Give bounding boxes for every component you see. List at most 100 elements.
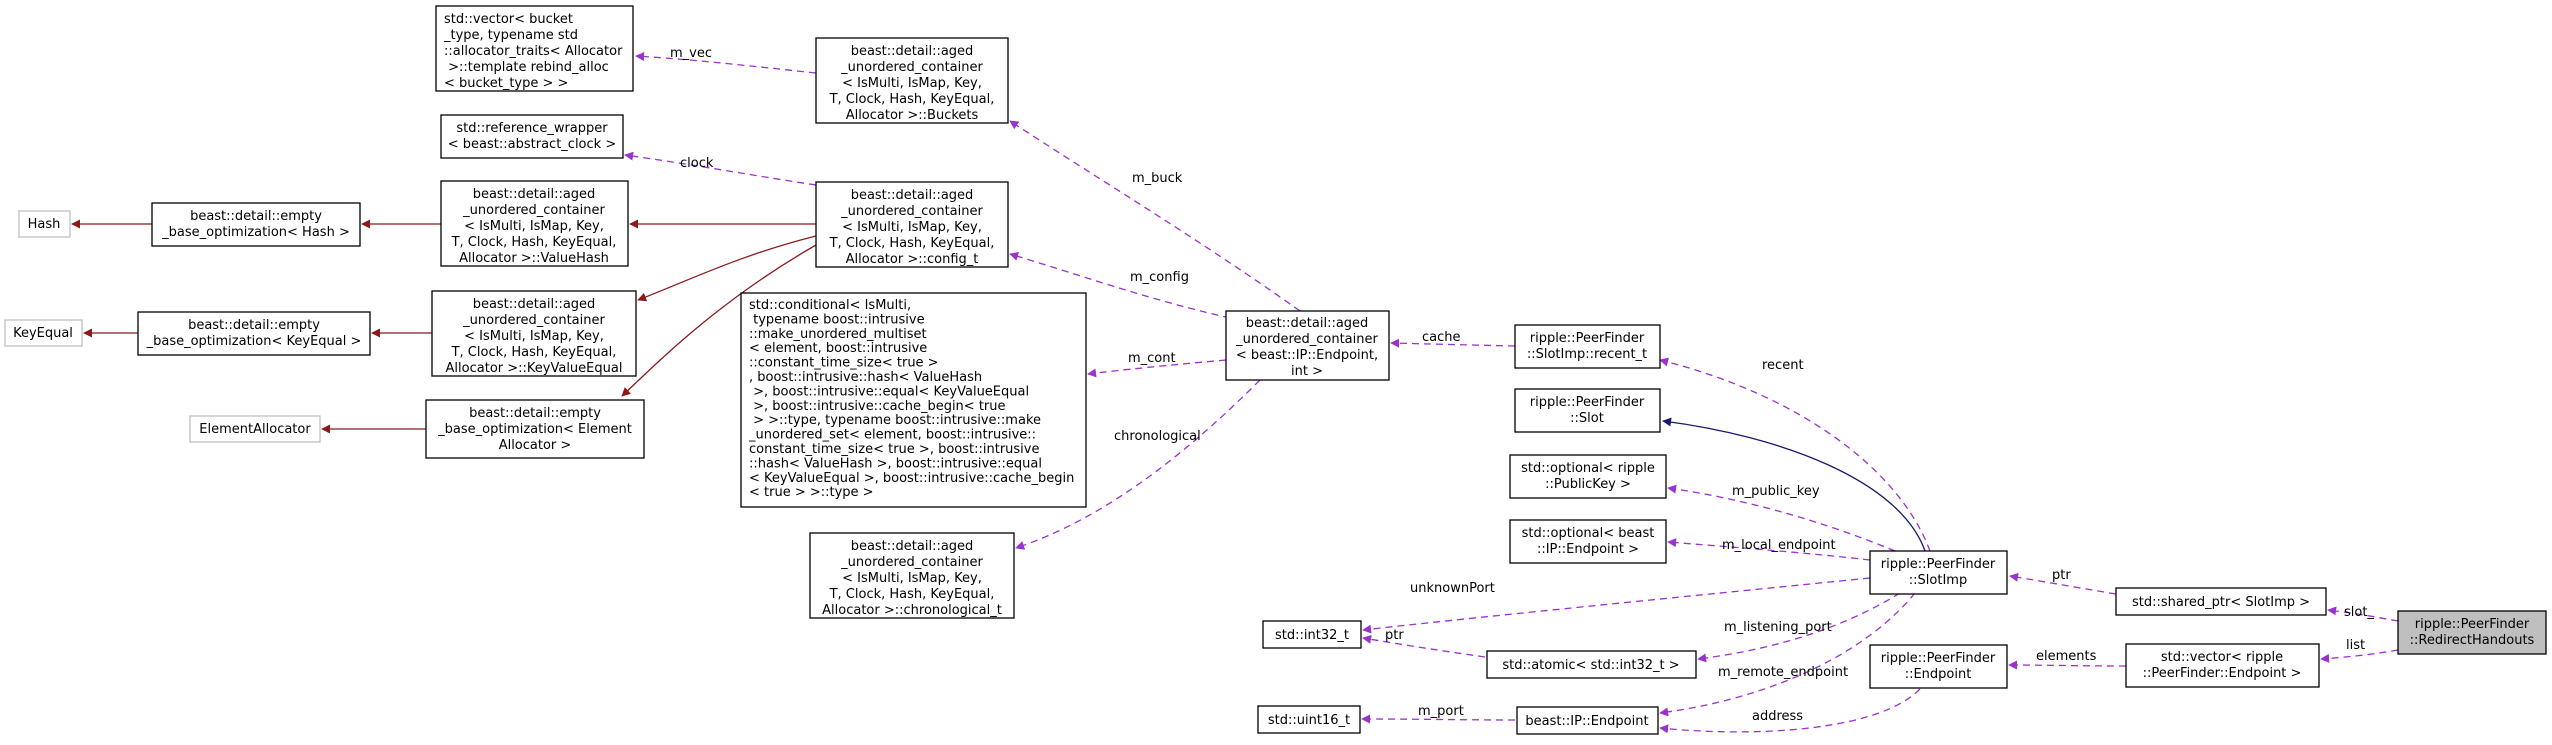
node-optional-publickey[interactable]: std::optional< ripple::PublicKey > <box>1509 454 1667 499</box>
svg-text:ripple::PeerFinder::RedirectHa: ripple::PeerFinder::RedirectHandouts <box>2410 617 2535 648</box>
edge-label-m-vec: m_vec <box>670 46 712 61</box>
edge-inherit-keyvalueequal <box>637 235 817 302</box>
edge-slot-inherit <box>1662 417 1926 552</box>
edge-label-slot: slot_ <box>2344 605 2374 620</box>
edge-cache <box>1390 338 1516 348</box>
edge-ptr-shared <box>2009 572 2117 595</box>
node-ebo-keyequal[interactable]: beast::detail::empty_base_optimization< … <box>137 311 371 356</box>
svg-text:Hash: Hash <box>28 217 61 232</box>
node-aged-container-ip-endpoint[interactable]: beast::detail::aged_unordered_container<… <box>1225 310 1390 381</box>
svg-text:beast::IP::Endpoint: beast::IP::Endpoint <box>1525 714 1648 729</box>
node-recent-t[interactable]: ripple::PeerFinder::SlotImp::recent_t <box>1514 324 1661 369</box>
edge-m-buck <box>1009 120 1301 312</box>
edge-label-clock: clock <box>680 156 714 171</box>
svg-text:ripple::PeerFinder::Endpoint: ripple::PeerFinder::Endpoint <box>1881 651 1996 682</box>
node-ip-endpoint[interactable]: beast::IP::Endpoint <box>1516 706 1659 735</box>
node-keyequal[interactable]: KeyEqual <box>4 319 83 347</box>
edge-chronological <box>1015 379 1261 550</box>
edge-m-config <box>1009 252 1231 319</box>
node-slotimp[interactable]: ripple::PeerFinder::SlotImp <box>1869 550 2008 595</box>
node-optional-ip-endpoint[interactable]: std::optional< beast::IP::Endpoint > <box>1509 519 1667 564</box>
node-uint16[interactable]: std::uint16_t <box>1257 705 1361 734</box>
svg-text:std::vector< bucket_type, type: std::vector< bucket_type, typename std::… <box>443 12 623 91</box>
node-key-value-equal[interactable]: beast::detail::aged_unordered_container<… <box>431 290 637 377</box>
edge-label-m-port: m_port <box>1418 704 1464 719</box>
node-shared-ptr-slotimp[interactable]: std::shared_ptr< SlotImp > <box>2115 587 2327 616</box>
node-ebo-hash[interactable]: beast::detail::empty_base_optimization< … <box>151 202 361 247</box>
edge-label-ptr-shared: ptr <box>2052 568 2071 583</box>
node-reference-wrapper[interactable]: std::reference_wrapper< beast::abstract_… <box>440 114 624 159</box>
node-int32[interactable]: std::int32_t <box>1262 620 1362 649</box>
node-config-t[interactable]: beast::detail::aged_unordered_container<… <box>815 181 1009 268</box>
edge-unknown-port <box>1362 577 1871 634</box>
node-hash[interactable]: Hash <box>18 210 71 238</box>
svg-text:std::optional< beast::IP::Endp: std::optional< beast::IP::Endpoint > <box>1522 526 1655 557</box>
node-buckets[interactable]: beast::detail::aged_unordered_container<… <box>815 37 1009 124</box>
edge-listening-port <box>1697 592 1901 663</box>
node-chronological-t[interactable]: beast::detail::aged_unordered_container<… <box>809 532 1015 619</box>
svg-text:KeyEqual: KeyEqual <box>13 326 73 341</box>
edge-m-cont <box>1087 359 1227 378</box>
svg-text:beast::detail::empty_base_opti: beast::detail::empty_base_optimization< … <box>146 318 362 349</box>
edge-list <box>2320 649 2399 663</box>
svg-text:std::conditional< IsMulti, typ: std::conditional< IsMulti, typename boos… <box>748 298 1074 500</box>
svg-text:std::vector< ripple::PeerFinde: std::vector< ripple::PeerFinder::Endpoin… <box>2143 650 2302 681</box>
edge-local-endpoint <box>1667 538 1871 561</box>
node-redirect-handouts[interactable]: ripple::PeerFinder::RedirectHandouts <box>2397 610 2547 655</box>
svg-text:ripple::PeerFinder::SlotImp::r: ripple::PeerFinder::SlotImp::recent_t <box>1527 331 1647 362</box>
svg-text:beast::detail::aged_unordered_: beast::detail::aged_unordered_container<… <box>451 187 617 266</box>
svg-text:std::optional< ripple::PublicK: std::optional< ripple::PublicKey > <box>1521 461 1655 492</box>
svg-text:ripple::PeerFinder::Slot: ripple::PeerFinder::Slot <box>1530 395 1645 426</box>
edge-label-ptr-atomic: ptr <box>1385 628 1404 643</box>
edge-m-vec <box>635 52 817 74</box>
node-vector-bucket-type[interactable]: std::vector< bucket_type, typename std::… <box>435 5 634 92</box>
node-value-hash[interactable]: beast::detail::aged_unordered_container<… <box>440 180 629 267</box>
svg-text:beast::detail::aged_unordered_: beast::detail::aged_unordered_container<… <box>822 539 1002 618</box>
node-peerfinder-endpoint[interactable]: ripple::PeerFinder::Endpoint <box>1869 644 2008 689</box>
svg-text:std::reference_wrapper< beast:: std::reference_wrapper< beast::abstract_… <box>448 121 616 152</box>
edge-label-m-buck: m_buck <box>1132 171 1183 186</box>
node-ebo-element-allocator[interactable]: beast::detail::empty_base_optimization< … <box>425 399 645 459</box>
svg-text:std::int32_t: std::int32_t <box>1275 628 1349 643</box>
svg-text:std::shared_ptr< SlotImp >: std::shared_ptr< SlotImp > <box>2132 595 2310 610</box>
edge-label-chronological: chronological <box>1114 429 1201 444</box>
svg-text:beast::detail::aged_unordered_: beast::detail::aged_unordered_container<… <box>1235 316 1378 379</box>
node-slot[interactable]: ripple::PeerFinder::Slot <box>1514 388 1661 433</box>
edge-recent <box>1659 357 1931 552</box>
edge-ptr-atomic <box>1362 634 1486 658</box>
svg-text:beast::detail::aged_unordered_: beast::detail::aged_unordered_container<… <box>829 188 995 267</box>
svg-text:std::uint16_t: std::uint16_t <box>1268 713 1350 728</box>
svg-text:beast::detail::aged_unordered_: beast::detail::aged_unordered_container<… <box>446 297 623 376</box>
svg-text:ElementAllocator: ElementAllocator <box>199 422 311 437</box>
svg-text:beast::detail::empty_base_opti: beast::detail::empty_base_optimization< … <box>437 406 632 453</box>
edge-label-listening-port: m_listening_port <box>1724 620 1832 635</box>
svg-text:ripple::PeerFinder::SlotImp: ripple::PeerFinder::SlotImp <box>1881 557 1996 588</box>
node-vector-endpoint[interactable]: std::vector< ripple::PeerFinder::Endpoin… <box>2125 643 2320 688</box>
svg-text:std::atomic< std::int32_t >: std::atomic< std::int32_t > <box>1502 658 1679 673</box>
edge-public-key <box>1667 484 1896 552</box>
edge-slot <box>2327 606 2399 622</box>
edge-m-port <box>1361 714 1516 724</box>
edge-label-list: list <box>2346 638 2365 653</box>
svg-text:beast::detail::empty_base_opti: beast::detail::empty_base_optimization< … <box>161 209 350 240</box>
nodes: ripple::PeerFinder::RedirectHandouts std… <box>4 5 2547 735</box>
edge-label-m-config: m_config <box>1130 270 1189 285</box>
edge-label-unknown-port: unknownPort <box>1410 581 1495 596</box>
node-conditional[interactable]: std::conditional< IsMulti, typename boos… <box>740 292 1087 508</box>
edge-label-recent: recent <box>1762 358 1804 373</box>
edge-inherit-elemalloc <box>621 244 817 397</box>
edge-label-cache: cache <box>1422 330 1461 345</box>
edge-label-public-key: m_public_key <box>1732 484 1820 499</box>
edge-elements <box>2008 660 2127 670</box>
edge-remote-endpoint <box>1659 592 1916 717</box>
svg-text:beast::detail::aged_unordered_: beast::detail::aged_unordered_container<… <box>829 44 995 123</box>
edge-label-address: address <box>1752 709 1803 724</box>
edge-label-remote-endpoint: m_remote_endpoint <box>1718 665 1848 680</box>
edge-address <box>1659 688 1921 734</box>
node-atomic-int32[interactable]: std::atomic< std::int32_t > <box>1486 650 1697 679</box>
edge-label-m-cont: m_cont <box>1128 351 1176 366</box>
edge-label-local-endpoint: m_local_endpoint <box>1722 538 1836 553</box>
node-element-allocator[interactable]: ElementAllocator <box>189 415 321 443</box>
edges: slot_ list ptr elements recent m_public_… <box>71 46 2399 734</box>
